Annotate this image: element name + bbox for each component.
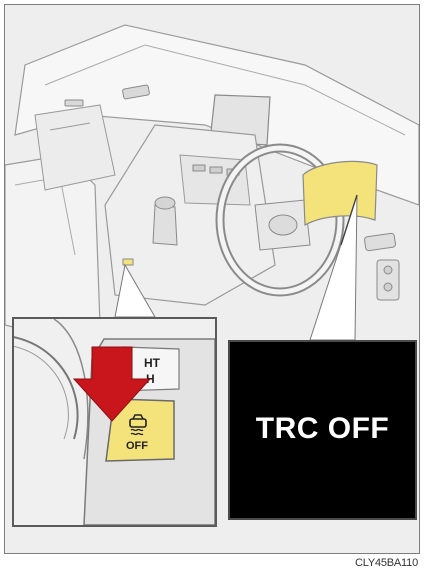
display-inset: TRC OFF bbox=[228, 340, 417, 520]
switch-closeup-inset: HT H OFF bbox=[12, 317, 217, 527]
switch-closeup-illustration: HT H OFF bbox=[14, 319, 215, 525]
display-message: TRC OFF bbox=[230, 412, 415, 446]
figure-code: CLY45BA110 bbox=[355, 557, 418, 569]
trc-off-label: OFF bbox=[126, 440, 148, 452]
upper-button-text-1: HT bbox=[144, 356, 161, 370]
figure-frame: HT H OFF TRC OFF bbox=[4, 4, 420, 554]
